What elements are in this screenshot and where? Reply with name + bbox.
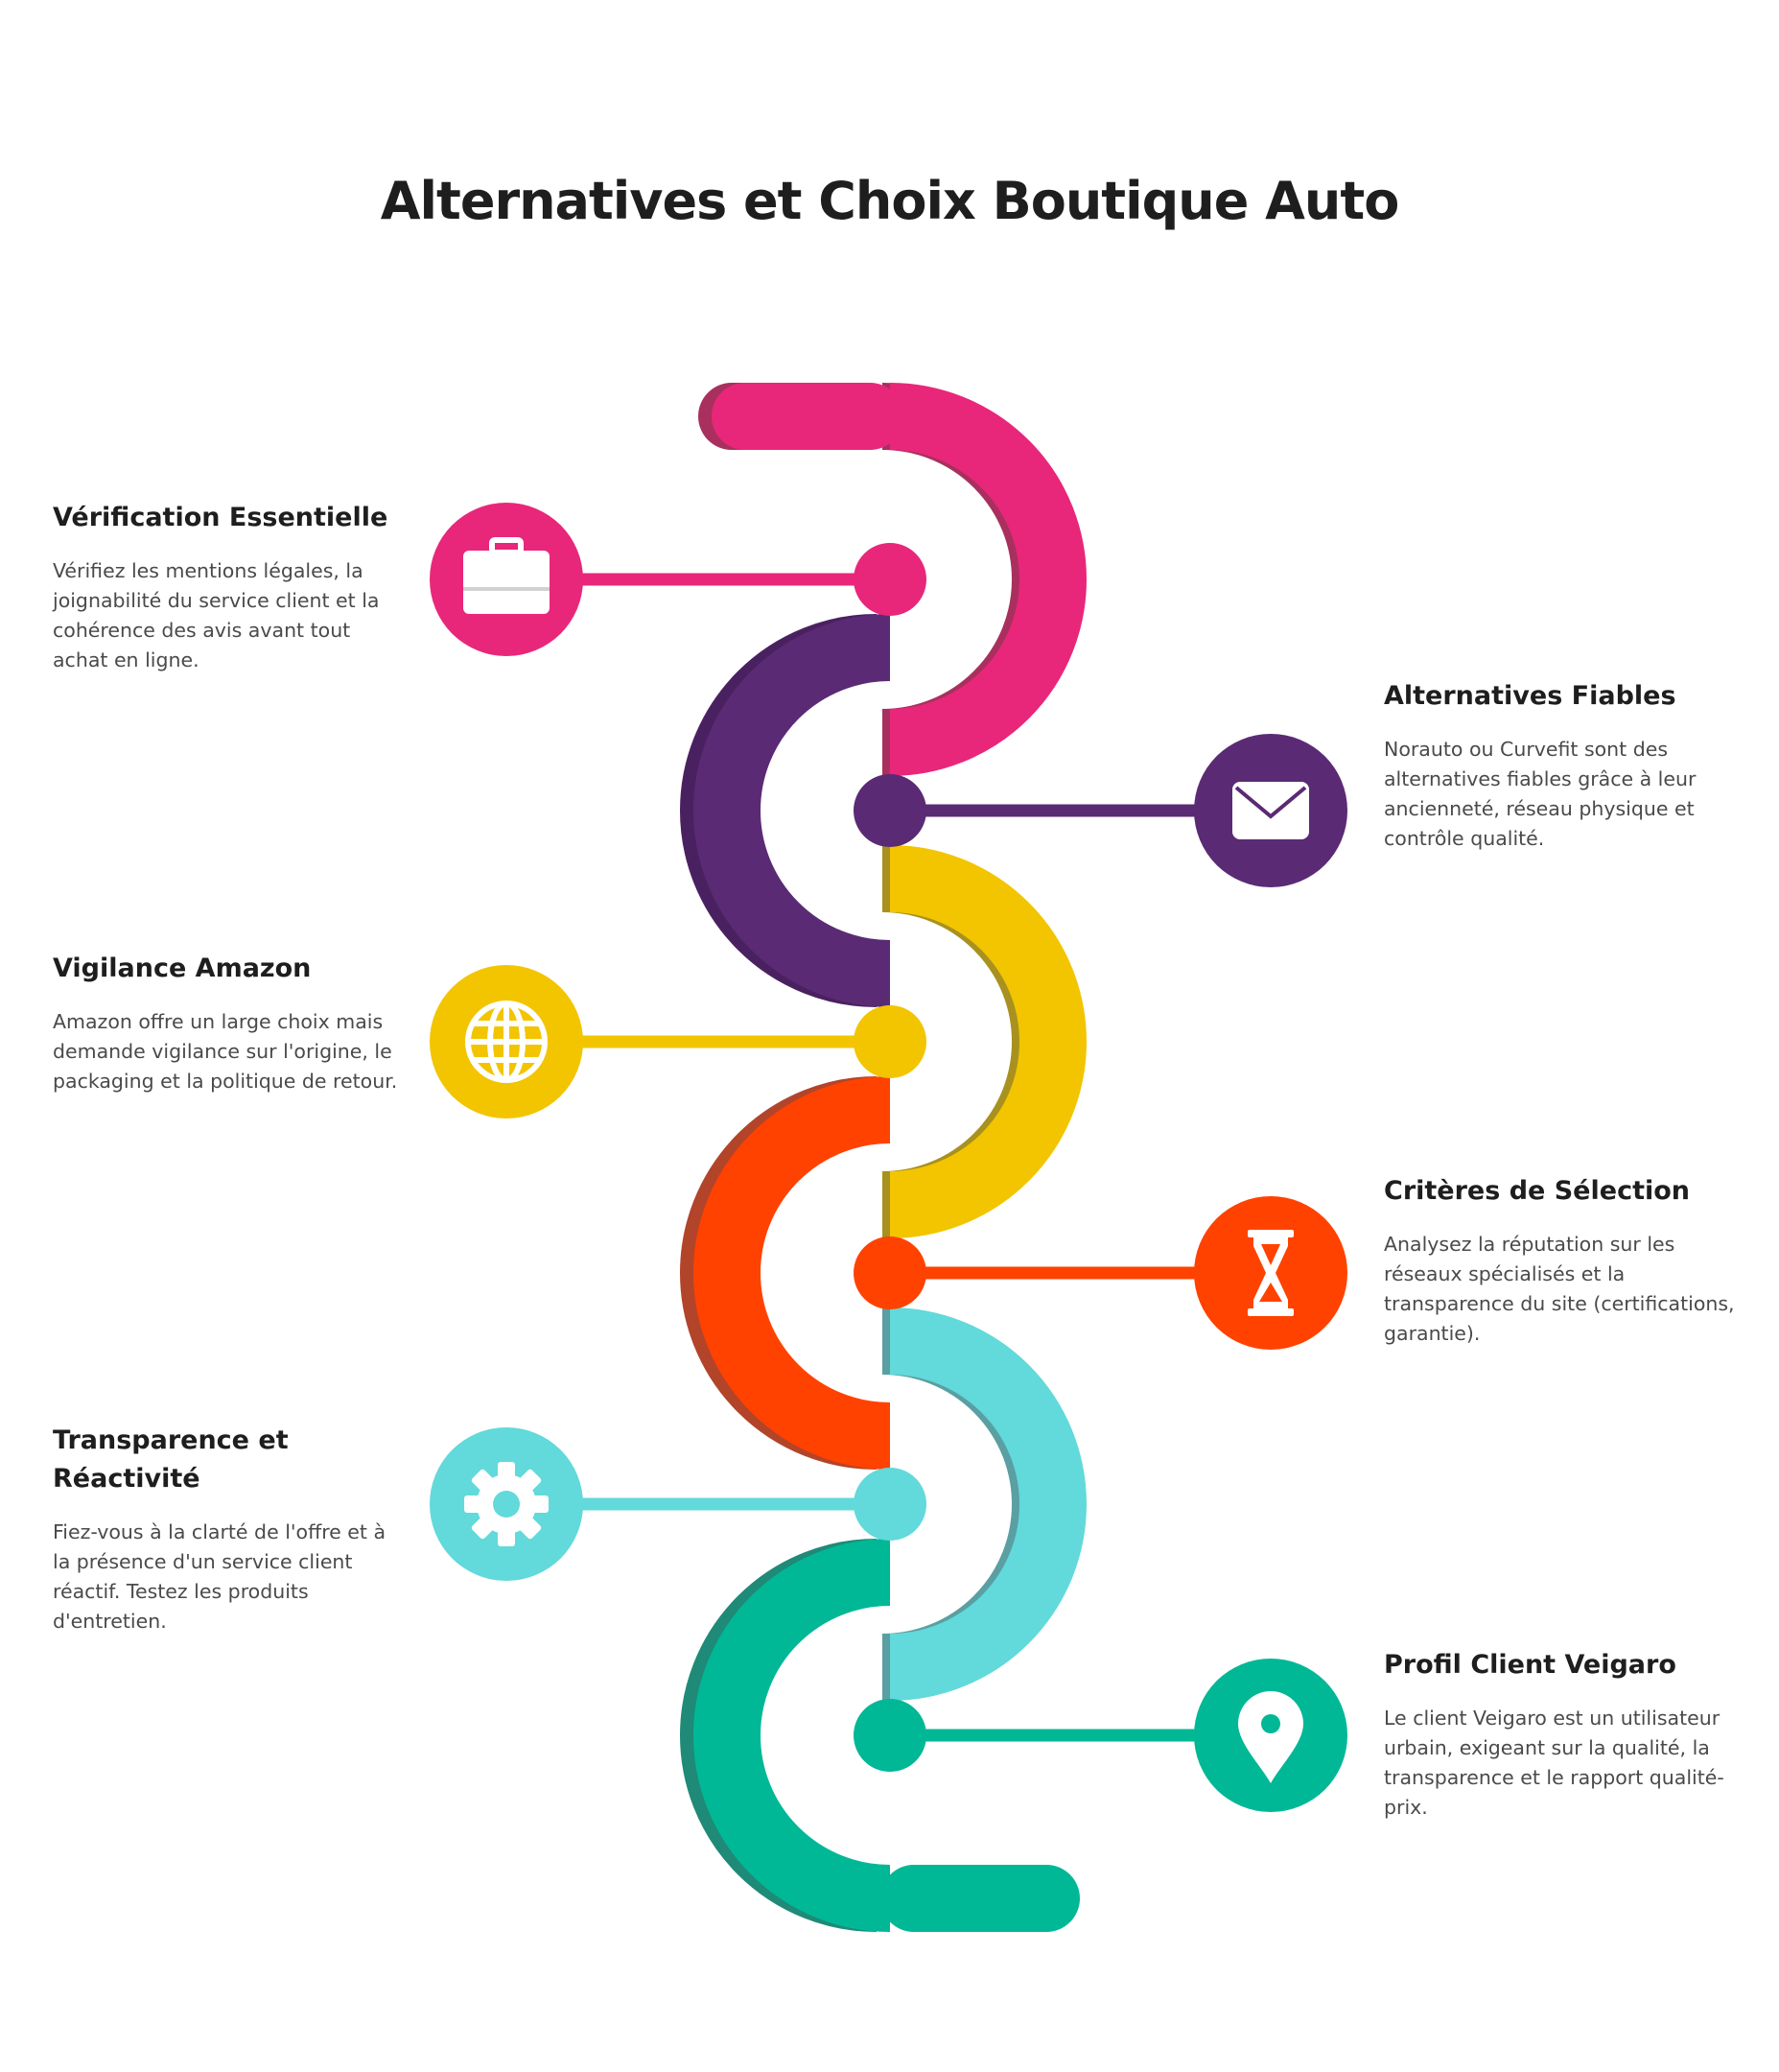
step-description: Norauto ou Curvefit sont des alternative… (1384, 738, 1697, 850)
step-marker-criteres (854, 1196, 1347, 1350)
path-segment-criteres (680, 1076, 891, 1470)
path-dot (854, 1699, 926, 1772)
path-start-cap (712, 383, 903, 450)
path-arc (889, 383, 1087, 776)
step-title: Profil Client Veigaro (1384, 1650, 1676, 1680)
path-arc (889, 1307, 1087, 1701)
step-title: Transparence et Réactivité (53, 1425, 289, 1494)
envelope-icon (1232, 782, 1309, 839)
location-pin-icon (1238, 1691, 1303, 1783)
step-marker-verification (430, 503, 926, 656)
step-marker-amazon (430, 965, 926, 1118)
step-title: Critères de Sélection (1384, 1176, 1691, 1206)
step-title: Vérification Essentielle (53, 503, 388, 532)
step-marker-profil (854, 1659, 1347, 1812)
path-arc (693, 614, 891, 1007)
path-dot (854, 1236, 926, 1309)
step-description: Le client Veigaro est un utilisateur urb… (1384, 1707, 1724, 1819)
globe-icon (465, 1001, 548, 1083)
step-title: Alternatives Fiables (1384, 681, 1676, 711)
step-description: Fiez-vous à la clarté de l'offre et à la… (53, 1520, 386, 1633)
page-title: Alternatives et Choix Boutique Auto (380, 171, 1400, 231)
path-dot (854, 1468, 926, 1541)
step-profil: Profil Client Veigaro Le client Veigaro e… (1384, 1646, 1739, 1823)
step-title: Vigilance Amazon (53, 954, 312, 983)
path-segment-profil (680, 1539, 1080, 1932)
gear-icon (464, 1462, 549, 1546)
briefcase-icon (463, 537, 550, 614)
path-end-cap (880, 1865, 1080, 1932)
step-description: Amazon offre un large choix mais demande… (53, 1010, 398, 1093)
path-dot (854, 774, 926, 847)
step-description: Analysez la réputation sur les réseaux s… (1384, 1233, 1735, 1345)
path-segment-transparence (881, 1307, 1087, 1701)
path-segment-amazon (881, 845, 1087, 1238)
path-arc (889, 845, 1087, 1238)
path-segment-alternatives (680, 614, 891, 1007)
step-marker-alternatives (854, 734, 1347, 887)
path-arc (693, 1539, 891, 1932)
path-arc (693, 1076, 891, 1470)
step-marker-transparence (430, 1427, 926, 1581)
step-description: Vérifiez les mentions légales, la joigna… (53, 559, 380, 671)
path-dot (854, 543, 926, 616)
hourglass-icon (1248, 1230, 1294, 1316)
path-dot (854, 1005, 926, 1078)
path-segment-verification (698, 383, 1087, 776)
